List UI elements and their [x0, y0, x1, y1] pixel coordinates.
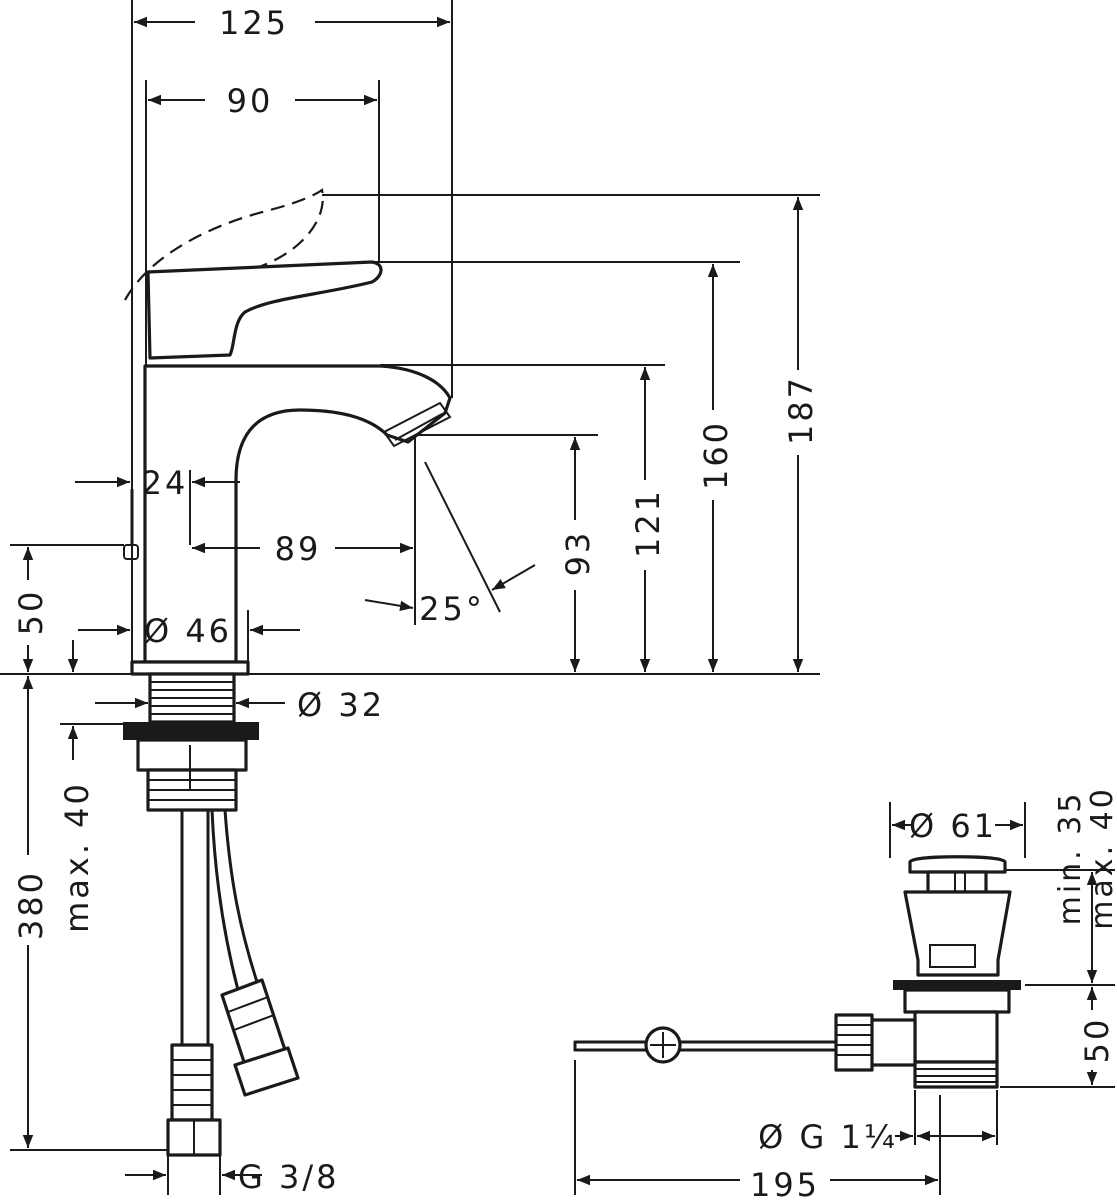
- dimension-lines-faucet: [0, 0, 820, 1195]
- dim-380: 380: [12, 870, 50, 940]
- dim-50-left: 50: [12, 589, 50, 636]
- dim-min-35: min. 35: [1053, 791, 1088, 926]
- dim-dia-32: Ø 32: [297, 686, 385, 724]
- dim-160: 160: [697, 420, 735, 490]
- dim-max-40-right: max. 40: [1085, 786, 1117, 930]
- dim-dia-61: Ø 61: [909, 807, 997, 845]
- dim-89: 89: [275, 530, 322, 568]
- dim-24: 24: [142, 464, 189, 502]
- dim-angle-25: 25°: [419, 590, 485, 628]
- dim-93: 93: [559, 530, 597, 577]
- dim-thread-g114: Ø G 1¼: [758, 1118, 898, 1156]
- dimension-lines-waste: [574, 802, 1115, 1195]
- dim-90: 90: [227, 82, 274, 120]
- dim-195: 195: [750, 1166, 820, 1200]
- dim-121: 121: [629, 488, 667, 558]
- dim-max-40: max. 40: [58, 781, 96, 933]
- dim-50-right: 50: [1078, 1017, 1116, 1064]
- dim-125: 125: [219, 4, 289, 42]
- faucet: [123, 188, 452, 1157]
- dim-dia-46: Ø 46: [144, 612, 232, 650]
- pop-up-waste: [573, 855, 1021, 1089]
- dim-thread-g38: G 3/8: [238, 1158, 339, 1196]
- dim-187: 187: [782, 375, 820, 445]
